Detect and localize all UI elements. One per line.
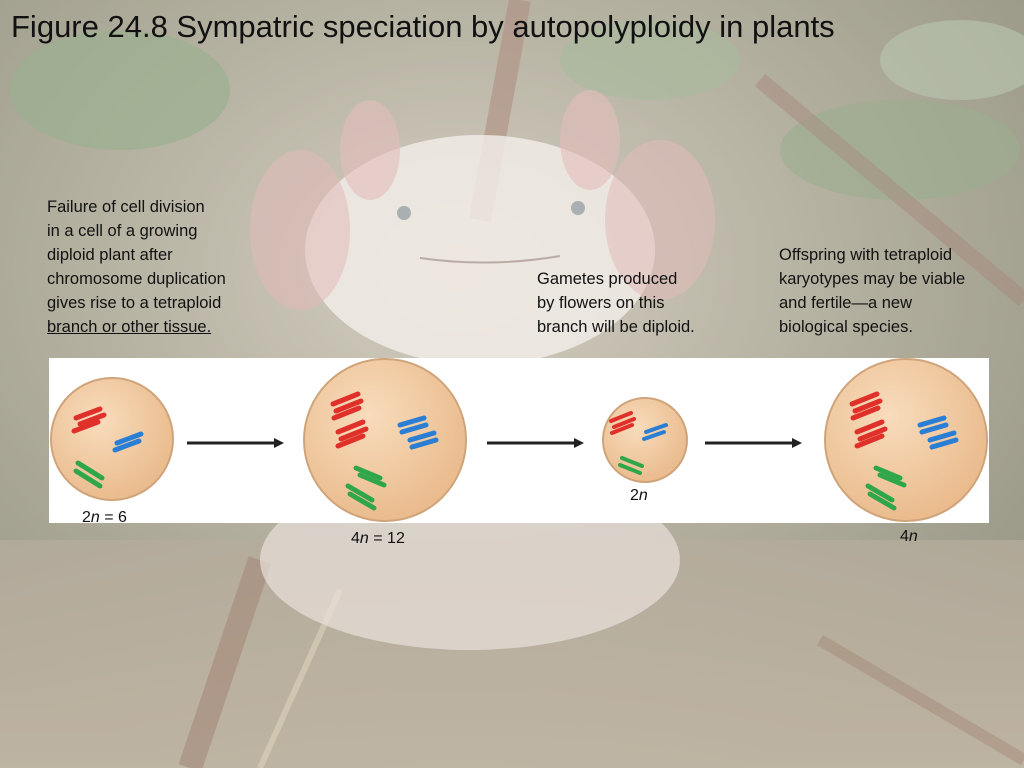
slide-title: Figure 24.8 Sympatric speciation by auto… [11, 9, 835, 44]
cell-label-gamete: 2n [630, 487, 648, 505]
cell-label-tetraploid: 4n = 12 [351, 530, 405, 548]
chromosome-count: = 6 [99, 509, 127, 526]
caption-cell-division-failure: Failure of cell division in a cell of a … [47, 195, 226, 339]
caption-line: branch will be diploid. [537, 318, 695, 336]
ploidy-number: 2 [630, 487, 639, 504]
caption-line: diploid plant after [47, 246, 173, 264]
ploidy-number: 4 [351, 530, 360, 547]
cell-label-diploid: 2n = 6 [82, 509, 127, 527]
chromosome-count: = 12 [368, 530, 405, 547]
diagram-panel [49, 358, 989, 523]
caption-line: karyotypes may be viable [779, 270, 966, 288]
caption-line: biological species. [779, 318, 913, 336]
ploidy-variable: n [90, 509, 100, 526]
caption-line: Gametes produced [537, 270, 678, 288]
caption-line: chromosome duplication [47, 270, 226, 288]
caption-line: Offspring with tetraploid [779, 246, 953, 264]
caption-line: branch or other tissue. [47, 318, 212, 336]
caption-line: by flowers on this [537, 294, 665, 312]
caption-gametes: Gametes produced by flowers on this bran… [537, 267, 695, 339]
caption-line: in a cell of a growing [47, 222, 198, 240]
ploidy-variable: n [908, 528, 918, 545]
caption-line: gives rise to a tetraploid [47, 294, 222, 312]
caption-line: and fertile—a new [779, 294, 912, 312]
caption-offspring: Offspring with tetraploid karyotypes may… [779, 243, 965, 339]
cell-label-offspring: 4n [900, 528, 918, 546]
ploidy-number: 4 [900, 528, 909, 545]
ploidy-variable: n [638, 487, 648, 504]
ploidy-number: 2 [82, 509, 91, 526]
ploidy-variable: n [359, 530, 369, 547]
caption-line: Failure of cell division [47, 198, 205, 216]
